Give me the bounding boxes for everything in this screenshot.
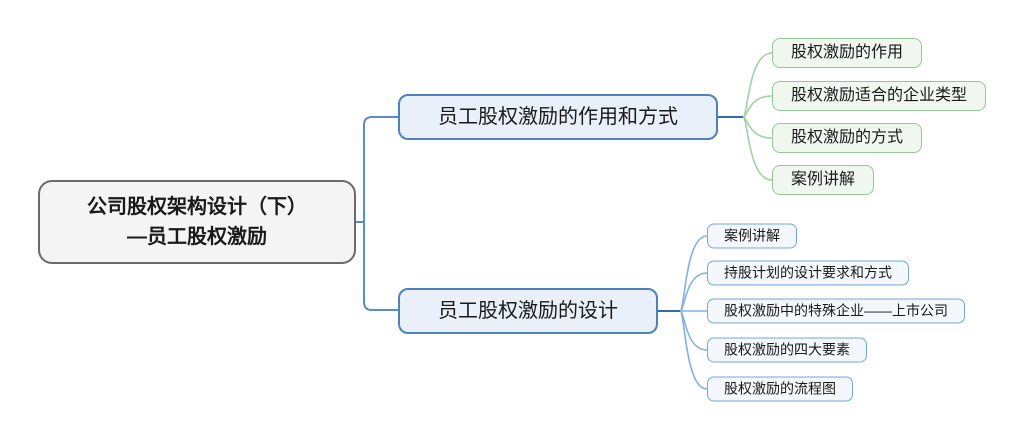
- connector-branch1-child4: [742, 116, 773, 181]
- root-topic-line2: —员工股权激励: [127, 226, 267, 248]
- leaf-incentive-flowchart[interactable]: 股权激励的流程图: [707, 376, 853, 402]
- root-topic-line1: 公司股权架构设计（下）: [87, 196, 307, 218]
- leaf-four-key-elements[interactable]: 股权激励的四大要素: [707, 337, 867, 363]
- connector-root-bracket: [363, 116, 398, 311]
- root-topic[interactable]: 公司股权架构设计（下） —员工股权激励: [38, 180, 356, 264]
- connector-branch2-child2: [679, 272, 708, 312]
- leaf-shareholding-plan[interactable]: 持股计划的设计要求和方式: [707, 260, 909, 286]
- leaf-special-listed-company[interactable]: 股权激励中的特殊企业——上市公司: [707, 298, 965, 324]
- leaf-case-study-1[interactable]: 案例讲解: [772, 165, 875, 195]
- connector-branch1-child1: [742, 52, 773, 118]
- branch-incentive-design[interactable]: 员工股权激励的设计: [398, 288, 658, 334]
- leaf-incentive-methods[interactable]: 股权激励的方式: [772, 123, 923, 153]
- leaf-case-study-2[interactable]: 案例讲解: [707, 223, 797, 249]
- leaf-incentive-function[interactable]: 股权激励的作用: [772, 38, 923, 68]
- leaf-suitable-enterprise-types[interactable]: 股权激励适合的企业类型: [772, 81, 987, 111]
- branch-usage-and-methods[interactable]: 员工股权激励的作用和方式: [398, 94, 718, 140]
- connector-branch2-child5: [679, 310, 708, 390]
- connector-branch1-child2: [742, 95, 773, 118]
